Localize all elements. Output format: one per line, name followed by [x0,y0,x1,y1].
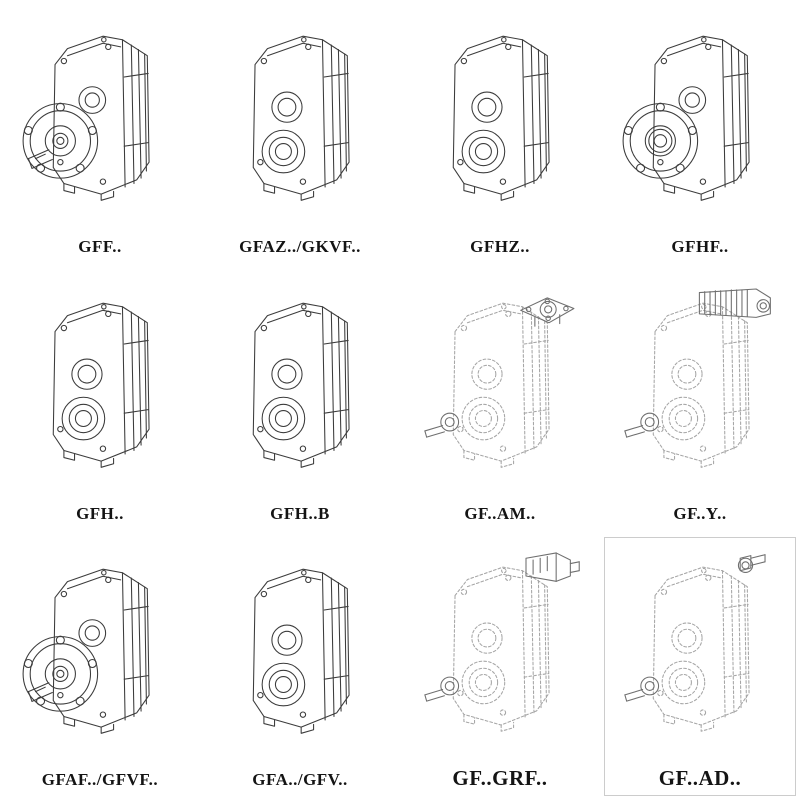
model-label: GFH.. [76,503,124,523]
gearbox-cell-8: GF..Y.. [600,267,800,534]
model-label: GF..Y.. [673,503,727,523]
gearbox-drawing-8 [602,271,798,503]
gearbox-drawing-2 [202,4,398,236]
gearbox-drawing-5 [2,271,198,503]
gearbox-cell-12: GF..AD.. [600,533,800,800]
gearbox-cell-4: GFHF.. [600,0,800,267]
gearbox-cell-5: GFH.. [0,267,200,534]
gearbox-cell-10: GFA../GFV.. [200,533,400,800]
gearbox-drawing-9 [2,537,198,769]
gearbox-drawing-11 [402,537,598,765]
gearbox-drawing-12 [602,537,798,765]
gearbox-drawing-6 [202,271,398,503]
model-label: GFF.. [78,236,122,256]
model-label: GF..AM.. [464,503,536,523]
model-label: GFAZ../GKVF.. [239,236,361,256]
gearbox-drawing-1 [2,4,198,236]
gearbox-drawing-7 [402,271,598,503]
gearbox-drawing-10 [202,537,398,769]
gearbox-cell-7: GF..AM.. [400,267,600,534]
model-label: GF..GRF.. [452,765,548,790]
gearbox-drawing-4 [602,4,798,236]
model-label: GFHF.. [671,236,729,256]
gearbox-cell-11: GF..GRF.. [400,533,600,800]
model-label: GFH..B [270,503,330,523]
model-label: GF..AD.. [658,765,742,790]
model-label: GFHZ.. [470,236,530,256]
gearbox-cell-3: GFHZ.. [400,0,600,267]
gearbox-drawing-3 [402,4,598,236]
gearbox-cell-2: GFAZ../GKVF.. [200,0,400,267]
gearbox-cell-6: GFH..B [200,267,400,534]
model-label: GFA../GFV.. [252,770,348,790]
gearbox-cell-9: GFAF../GFVF.. [0,533,200,800]
model-label: GFAF../GFVF.. [41,770,159,790]
gearbox-cell-1: GFF.. [0,0,200,267]
